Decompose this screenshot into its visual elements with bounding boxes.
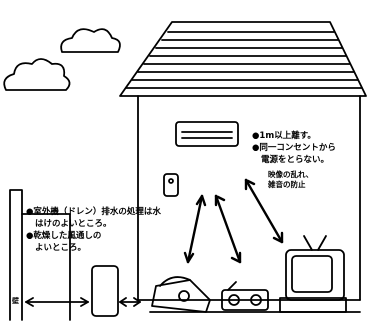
house-roof — [119, 21, 367, 97]
remote-control — [163, 173, 179, 197]
unit-note-line: ●乾燥した風通しの — [26, 231, 102, 241]
paren-line: 雑音の防止 — [268, 180, 306, 189]
indoor-ac-unit — [175, 121, 239, 147]
house-wall — [137, 95, 361, 301]
cloud-icon — [3, 58, 71, 91]
room-notes: ●1m以上離す。 ●同一コンセントから 電源をとらない。 — [252, 130, 336, 166]
outdoor-unit — [91, 265, 119, 317]
unit-note-line: はけのよいところ。 — [35, 219, 112, 229]
unit-note-line: よいところ。 — [35, 243, 87, 253]
room-note-line: ●1m以上離す。 — [252, 131, 316, 141]
telephone — [151, 279, 211, 313]
outdoor-wall — [9, 189, 23, 321]
wall-label: 壁 — [12, 297, 19, 305]
radio — [221, 289, 269, 311]
unit-location-notes: ●室外機（ドレン）排水の処理は水 はけのよいところ。 ●乾燥した風通しの よいと… — [26, 206, 161, 254]
room-note-line: ●同一コンセントから — [252, 143, 336, 153]
paren-line: 映像の乱れ、 — [268, 170, 314, 179]
interference-note: 映像の乱れ、 雑音の防止 — [268, 170, 313, 190]
television — [285, 249, 345, 301]
unit-note-line: ●室外機（ドレン）排水の処理は水 — [26, 207, 161, 217]
cloud-icon — [60, 28, 121, 53]
room-note-line: 電源をとらない。 — [261, 155, 330, 165]
